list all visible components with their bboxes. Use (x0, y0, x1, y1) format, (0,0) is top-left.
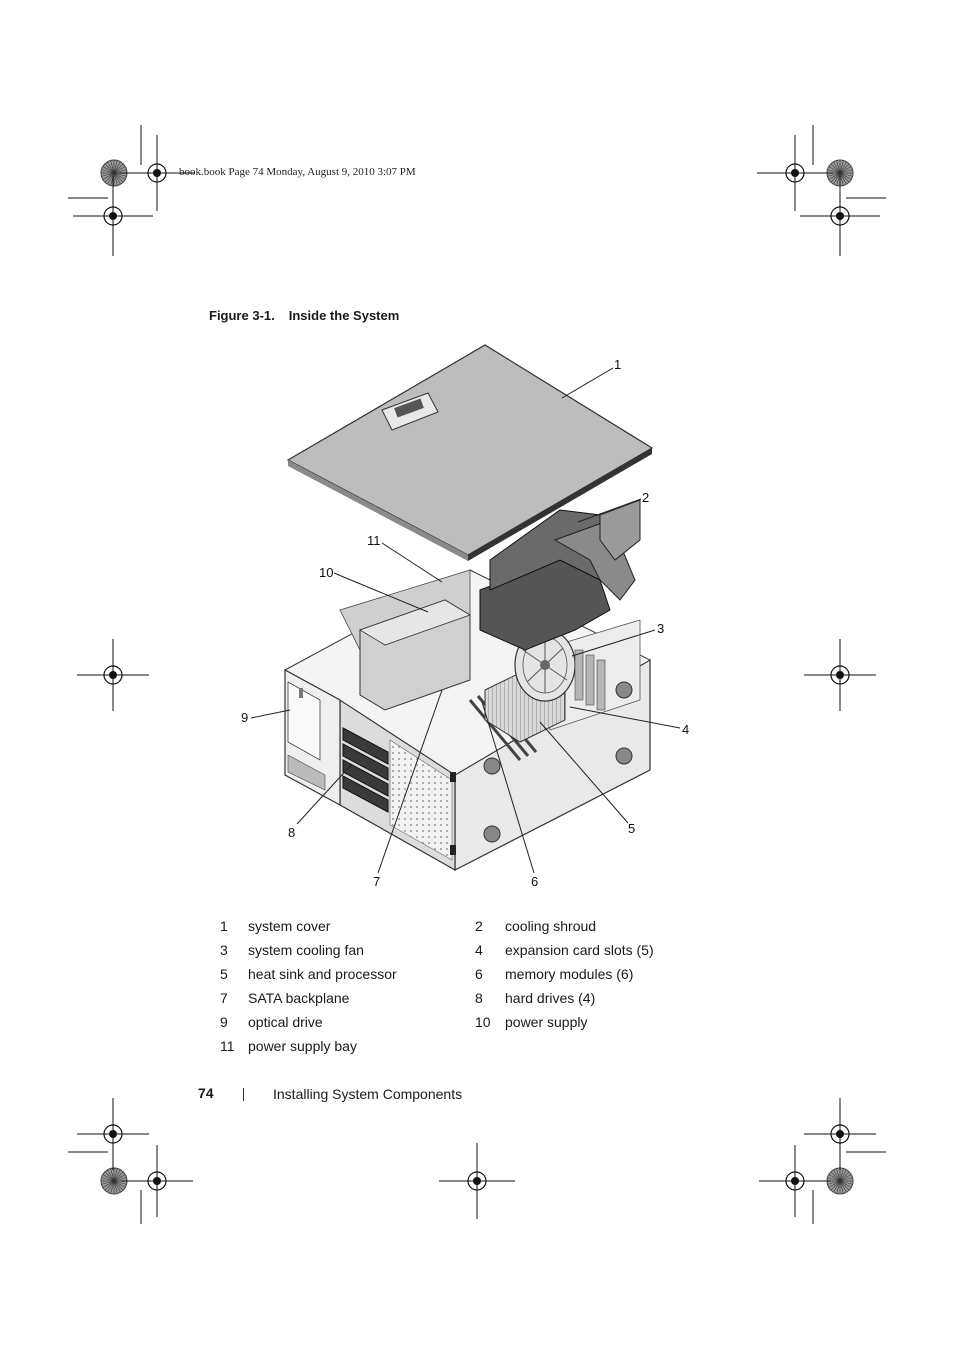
legend-label: heat sink and processor (248, 966, 397, 982)
page-number: 74 (198, 1085, 214, 1101)
footer-section-title: Installing System Components (273, 1086, 463, 1102)
cooling-shroud (479, 499, 641, 651)
callout-11: 11 (367, 533, 381, 548)
color-bar-starburst-icon (100, 159, 128, 187)
legend-number: 5 (220, 966, 228, 982)
callout-6: 6 (531, 874, 538, 889)
callout-3: 3 (657, 621, 664, 636)
callout-numbers: 1 2 3 4 5 6 7 8 9 10 11 (241, 357, 689, 889)
registration-target-icon (77, 1098, 149, 1170)
callout-7: 7 (373, 874, 380, 889)
print-slug: book.book Page 74 Monday, August 9, 2010… (179, 166, 416, 178)
legend-label: expansion card slots (5) (505, 942, 654, 958)
callout-9: 9 (241, 710, 248, 725)
footer-divider (243, 1088, 244, 1101)
registration-target-icon (804, 639, 876, 711)
legend-number: 7 (220, 990, 228, 1006)
callout-4: 4 (682, 722, 689, 737)
power-supply (359, 599, 471, 711)
registration-target-icon (77, 639, 149, 711)
legend-number: 1 (220, 918, 228, 934)
callout-1: 1 (614, 357, 621, 372)
legend-number: 9 (220, 1014, 228, 1030)
expansion-card-slots (574, 649, 606, 711)
legend-label: cooling shroud (505, 918, 597, 934)
registration-target-icon (800, 176, 880, 256)
registration-target-icon (439, 1143, 515, 1219)
legend-label: system cooling fan (248, 942, 364, 958)
legend-number: 11 (220, 1038, 235, 1054)
registration-target-icon (73, 176, 153, 256)
registration-target-icon (804, 1098, 876, 1170)
callout-8: 8 (288, 825, 295, 840)
registration-target-icon (759, 1145, 831, 1217)
callout-10: 10 (319, 565, 333, 580)
hard-drive-bays (342, 727, 389, 813)
callout-5: 5 (628, 821, 635, 836)
figure-caption-label: Figure 3-1. (209, 308, 275, 323)
figure-caption-title: Inside the System (288, 308, 400, 323)
legend-label: power supply bay (248, 1038, 357, 1054)
registration-target-icon (757, 135, 833, 211)
registration-target-icon (119, 135, 195, 211)
legend-label: memory modules (6) (505, 966, 634, 982)
legend-number: 6 (475, 966, 483, 982)
system-cover (286, 344, 654, 561)
figure-caption: Figure 3-1. Inside the System (209, 308, 399, 323)
legend-label: power supply (505, 1014, 588, 1030)
legend-number: 3 (220, 942, 228, 958)
legend-number: 10 (475, 1014, 491, 1030)
legend-label: optical drive (248, 1014, 323, 1030)
front-panel (284, 668, 389, 813)
leader-lines (250, 367, 681, 874)
legend-number: 2 (475, 918, 483, 934)
legend-label: SATA backplane (248, 990, 350, 1006)
legend-number: 4 (475, 942, 483, 958)
legend-label: hard drives (4) (505, 990, 596, 1006)
callout-2: 2 (642, 490, 649, 505)
registration-target-icon (121, 1145, 193, 1217)
legend-number: 8 (475, 990, 483, 1006)
legend-label: system cover (248, 918, 331, 934)
